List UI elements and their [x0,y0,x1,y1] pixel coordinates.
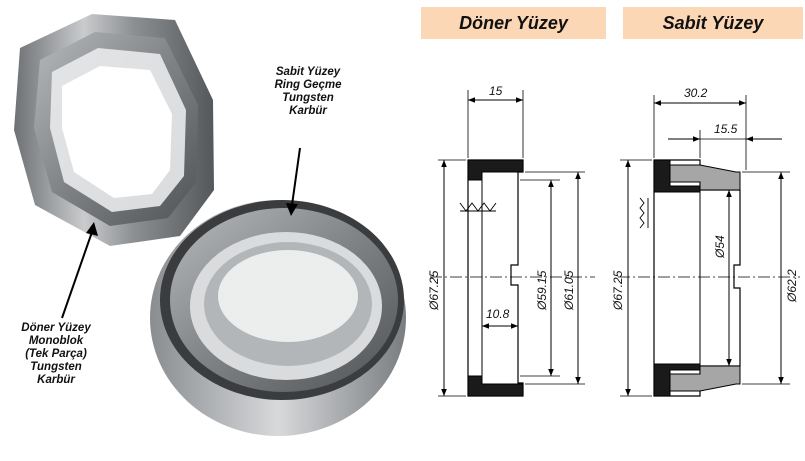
stationary-face-drawing [618,95,800,397]
stationary-oring-top [653,159,701,193]
callout-line: Monoblok [28,335,84,347]
stationary-inner-dia-label: Ø54 [713,235,727,259]
stationary-face-header: Sabit Yüzey [623,7,803,39]
rotating-seat-dia-label: Ø61.05 [562,270,576,311]
stationary-carbide-bottom [667,365,741,392]
callout-line: Ring Geçme [274,79,342,91]
callout-line: (Tek Parça) [25,348,87,360]
stationary-ring-width-label: 15.5 [714,122,738,136]
stationary-body-outline [653,159,741,397]
stationary-callout: Sabit Yüzey Ring Geçme Tungsten Karbür [258,66,358,118]
callout-line: Karbür [37,374,75,386]
callout-line: Tungsten [30,361,82,373]
stationary-ring-dia-label: Ø62.2 [785,269,799,303]
rotating-inner-width-label: 10.8 [486,307,510,321]
rotating-bottom-cap [467,375,524,397]
callout-line: Sabit Yüzey [275,66,341,78]
stationary-outer-dia-label: Ø67.25 [611,270,625,311]
callout-arrows [61,147,301,319]
stationary-ring-photo [150,200,406,436]
seal-rings-photo [14,14,406,436]
rotating-callout: Döner Yüzey Monoblok (Tek Parça) Tungste… [8,322,104,387]
rotating-top-cap [467,159,524,181]
surface-finish-symbol [639,197,645,229]
rotating-face-header: Döner Yüzey [421,7,606,39]
rotating-width-label: 15 [489,84,503,98]
callout-line: Tungsten [282,92,334,104]
rotating-ring-photo [14,14,214,246]
rotating-body-outline [467,159,524,397]
rotating-face-drawing [430,90,595,397]
callout-line: Döner Yüzey [21,322,91,334]
stationary-carbide-top [667,164,741,191]
rotating-inner-dia-label: Ø59.15 [535,270,549,311]
rotating-outer-dia-label: Ø67.25 [427,270,441,311]
stationary-width-label: 30.2 [684,86,708,100]
callout-line: Karbür [289,105,327,117]
